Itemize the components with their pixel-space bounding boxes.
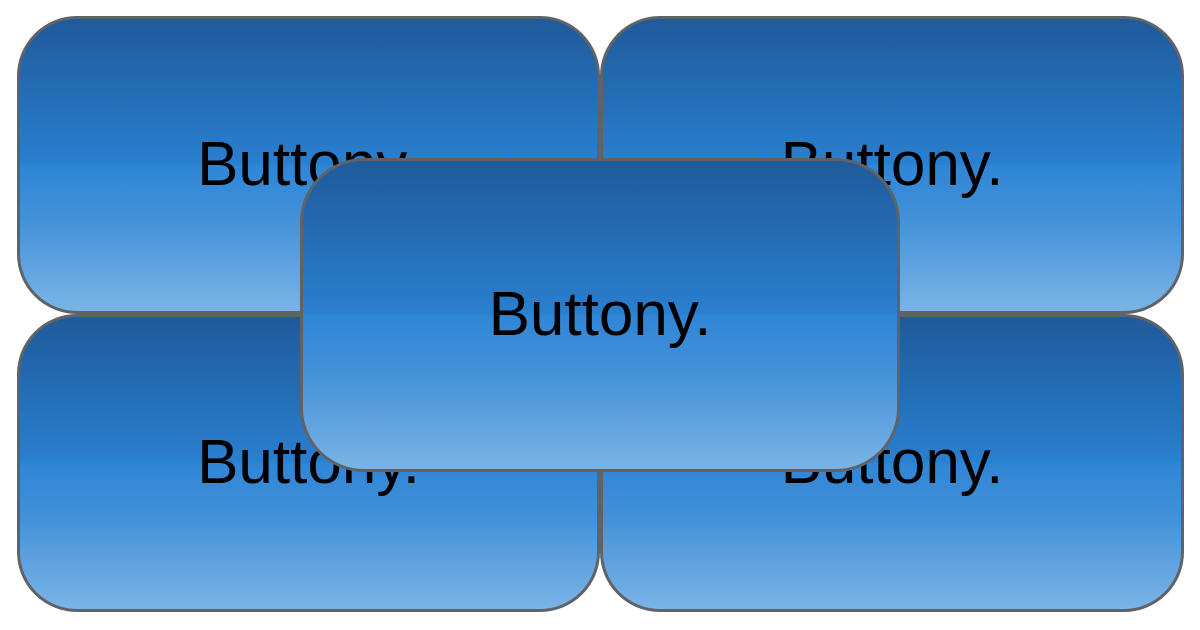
button-label: Buttony. bbox=[488, 280, 712, 349]
buttony-button-center[interactable]: Buttony. bbox=[300, 158, 900, 472]
